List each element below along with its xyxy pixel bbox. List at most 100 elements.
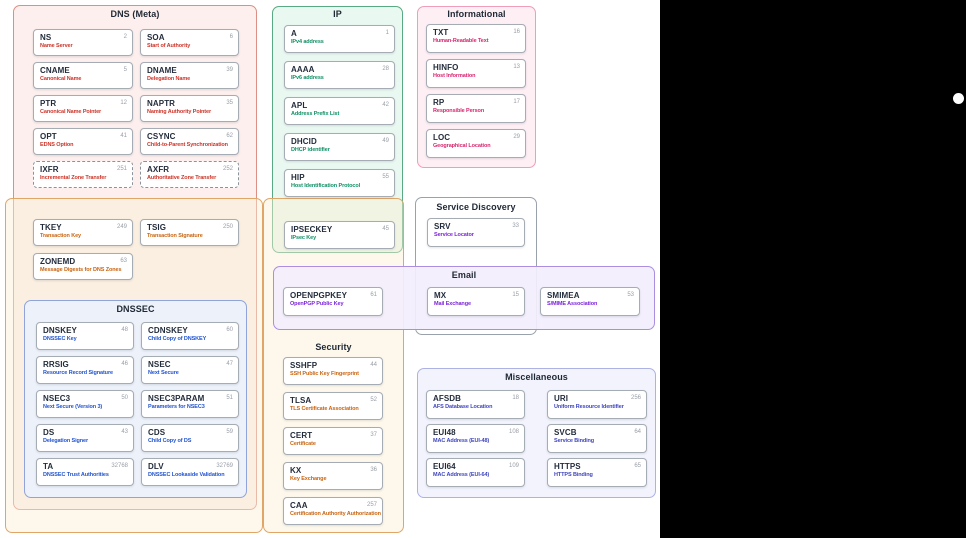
record-description: AFS Database Location — [433, 403, 493, 410]
record-number: 18 — [512, 395, 519, 401]
record-type: DNAME — [147, 66, 177, 75]
record-type: SSHFP — [290, 361, 318, 370]
record-type: AXFR — [147, 165, 170, 174]
record-type: SRV — [434, 222, 451, 231]
record-description: IPv6 address — [291, 74, 324, 81]
record-number: 5 — [123, 67, 127, 73]
record-type: CAA — [290, 501, 308, 510]
record-number: 62 — [226, 133, 233, 139]
record-number: 63 — [120, 258, 127, 264]
section-title-miscellaneous: Miscellaneous — [505, 372, 568, 382]
record-number: 49 — [382, 138, 389, 144]
record-number: 41 — [120, 133, 127, 139]
record-description: Host Information — [433, 72, 476, 79]
record-description: Certification Authority Authorization — [290, 510, 381, 517]
record-description: Child Copy of DS — [148, 437, 192, 444]
record-description: DHCP identifier — [291, 146, 330, 153]
record-number: 35 — [226, 100, 233, 106]
record-description: Incremental Zone Transfer — [40, 174, 107, 181]
record-number: 45 — [382, 226, 389, 232]
record-number: 53 — [627, 292, 634, 298]
record-description: Parameters for NSEC3 — [148, 403, 205, 410]
record-description: Next Secure — [148, 369, 179, 376]
record-description: Responsible Person — [433, 107, 485, 114]
record-description: Delegation Name — [147, 75, 191, 82]
record-type: OPENPGPKEY — [290, 291, 348, 300]
record-type: PTR — [40, 99, 57, 108]
record-type: CERT — [290, 431, 313, 440]
record-description: IPsec Key — [291, 234, 317, 241]
record-type: CNAME — [40, 66, 70, 75]
record-number: 37 — [370, 432, 377, 438]
section-title-service-discovery: Service Discovery — [436, 202, 516, 212]
record-description: Canonical Name — [40, 75, 82, 82]
record-description: Uniform Resource Identifier — [554, 403, 624, 410]
record-number: 33 — [512, 223, 519, 229]
record-number: 32769 — [216, 463, 233, 469]
record-type: IPSECKEY — [291, 225, 333, 234]
record-description: Start of Authority — [147, 42, 191, 49]
record-type: CDNSKEY — [148, 326, 188, 335]
record-type: TLSA — [290, 396, 312, 405]
record-type: EUI48 — [433, 428, 456, 437]
record-type: HTTPS — [554, 462, 581, 471]
record-type: CSYNC — [147, 132, 176, 141]
record-number: 1 — [385, 30, 389, 36]
record-type: LOC — [433, 133, 451, 142]
record-description: IPv4 address — [291, 38, 324, 45]
record-type: TXT — [433, 28, 449, 37]
section-title-dns-meta: DNS (Meta) — [110, 9, 160, 19]
record-description: MAC Address (EUI-64) — [433, 471, 490, 478]
record-number: 61 — [370, 292, 377, 298]
right-black-panel — [660, 0, 966, 538]
record-number: 249 — [116, 224, 127, 230]
record-description: EDNS Option — [40, 141, 74, 148]
record-type: SVCB — [554, 428, 577, 437]
record-number: 16 — [513, 29, 520, 35]
record-type: KX — [290, 466, 302, 475]
record-description: Canonical Name Pointer — [40, 108, 102, 115]
record-type: NSEC3 — [43, 394, 71, 403]
record-number: 44 — [370, 362, 377, 368]
record-type: NS — [40, 33, 52, 42]
record-type: TKEY — [40, 223, 62, 232]
record-number: 51 — [226, 395, 233, 401]
record-description: Name Server — [40, 42, 73, 49]
record-description: Key Exchange — [290, 475, 327, 482]
record-type: DS — [43, 428, 55, 437]
record-description: HTTPS Binding — [554, 471, 593, 478]
record-type: OPT — [40, 132, 57, 141]
record-number: 50 — [121, 395, 128, 401]
